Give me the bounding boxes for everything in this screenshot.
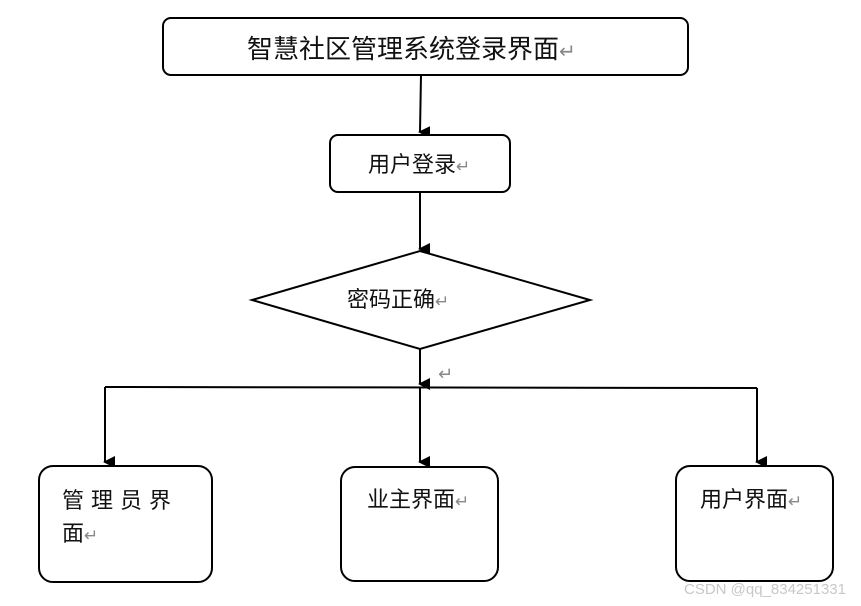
return-mark: ↵ (559, 39, 576, 63)
svg-text:用户登录↵: 用户登录↵ (368, 153, 470, 178)
return-mark: ↵ (435, 292, 449, 312)
return-mark: ↵ (456, 157, 470, 177)
return-mark: ↵ (455, 492, 469, 512)
user-node-label: 用户界面 (700, 488, 788, 513)
login-node-label: 用户登录 (368, 153, 456, 178)
login-node: 用户登录↵ (329, 134, 511, 193)
svg-text:密码正确↵: 密码正确↵ (347, 288, 449, 313)
admin-node-label-line1: 管 理 员 界 (62, 489, 171, 514)
arrow-title-to-login (418, 74, 431, 139)
svg-text:业主界面↵: 业主界面↵ (367, 488, 469, 513)
branch-return-mark: ↵ (438, 364, 453, 385)
return-mark: ↵ (788, 492, 802, 512)
title-node: 智慧社区管理系统登录界面↵ (162, 17, 689, 76)
svg-text:用户界面↵: 用户界面↵ (700, 488, 802, 513)
branch-line (104, 386, 758, 389)
decision-node-label: 密码正确 (347, 288, 435, 313)
user-node: 用户界面↵ (675, 465, 834, 582)
svg-text:智慧社区管理系统登录界面↵: 智慧社区管理系统登录界面↵ (247, 35, 576, 65)
title-node-label: 智慧社区管理系统登录界面 (247, 35, 559, 65)
admin-node: 管 理 员 界 面↵ (38, 465, 213, 583)
owner-node-label: 业主界面 (367, 488, 455, 513)
decision-node: 密码正确↵ (248, 249, 594, 351)
owner-node: 业主界面↵ (340, 466, 499, 582)
admin-node-label-line2: 面 (62, 522, 84, 547)
watermark: CSDN @qq_834251331 (684, 581, 846, 598)
return-mark: ↵ (84, 526, 98, 546)
svg-text:面↵: 面↵ (62, 522, 98, 547)
